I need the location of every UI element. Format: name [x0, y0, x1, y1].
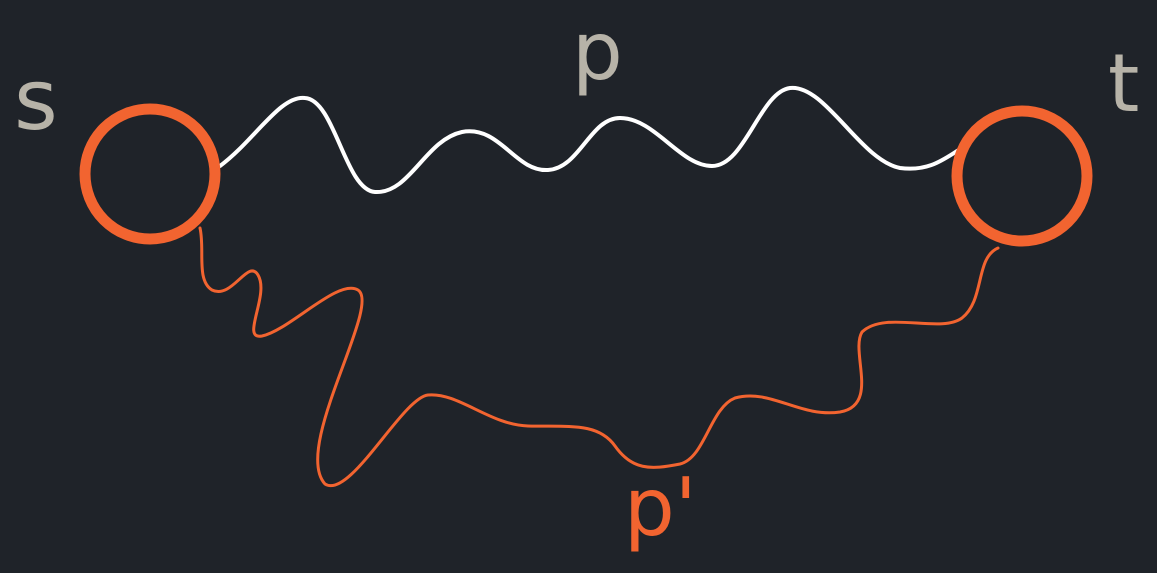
node-t-label: t: [1108, 37, 1140, 130]
path-p-label: p: [572, 5, 623, 98]
node-t-circle: [951, 105, 1093, 247]
path-pprime-label: p': [624, 461, 697, 554]
node-s-label: s: [14, 51, 58, 149]
node-s-circle: [79, 103, 221, 245]
path-p-line: [218, 85, 964, 195]
path-pprime-line: [198, 226, 1000, 488]
